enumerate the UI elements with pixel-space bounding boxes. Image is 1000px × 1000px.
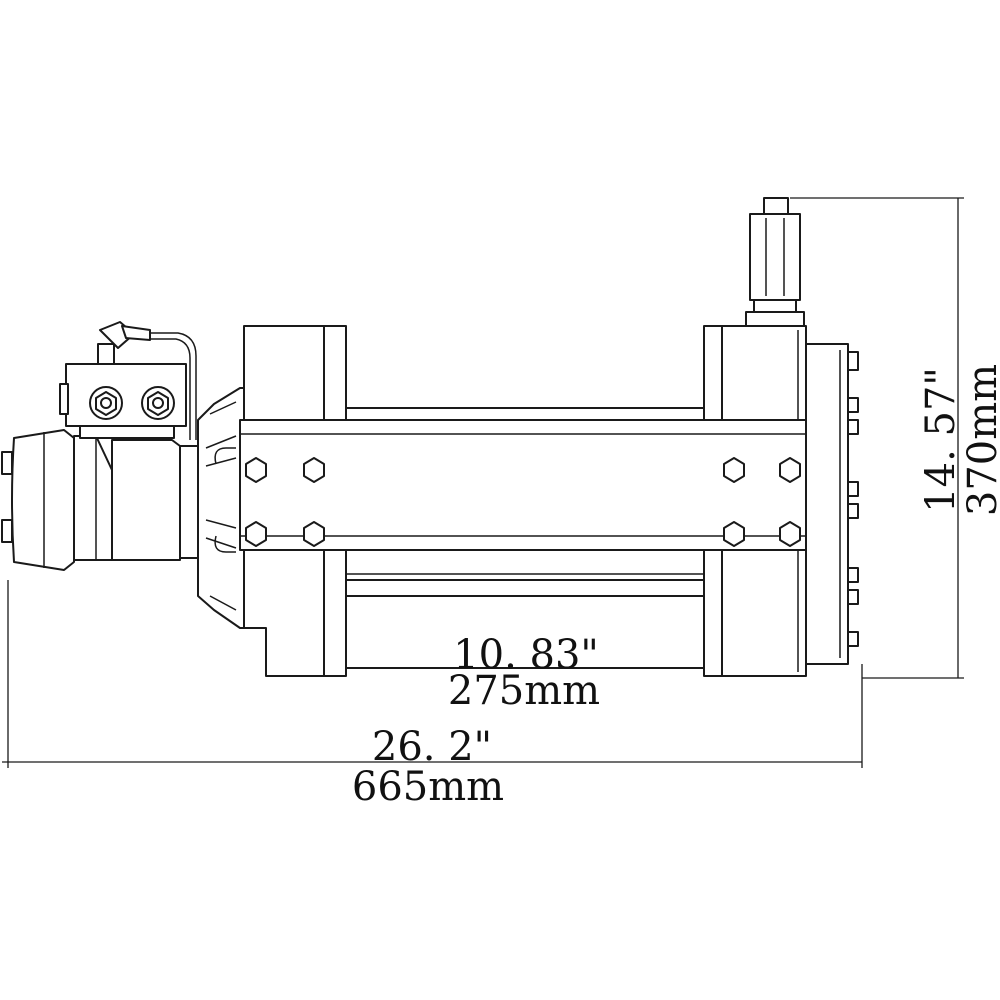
hydraulic-line <box>150 332 197 440</box>
overall-height-mm: 370mm <box>960 364 1000 516</box>
motor-housing <box>11 429 75 571</box>
sensor-body <box>749 213 801 301</box>
overall-height-inch: 14. 57" <box>918 367 964 513</box>
brake-housing <box>179 387 245 629</box>
top-tie-bar <box>345 407 705 421</box>
hydraulic-motor <box>1 429 181 571</box>
mounting-channel <box>239 419 807 551</box>
valve-lower <box>79 425 175 439</box>
drum-length-inch: 10. 83" <box>453 632 599 678</box>
overall-length-mm: 665mm <box>352 764 504 810</box>
dimension-overall-length: 26. 2" 665mm <box>2 580 863 810</box>
brake-flange <box>197 387 245 629</box>
dimension-overall-height: 14. 57" 370mm <box>790 197 1000 679</box>
channel-plate <box>239 419 807 551</box>
motor-stud-top <box>1 451 13 475</box>
valve-block <box>59 321 197 440</box>
drum-length-mm: 275mm <box>448 668 600 714</box>
cover-bolts <box>847 351 859 647</box>
channel-bolts <box>245 457 801 547</box>
motor-adapter <box>111 439 181 561</box>
motor-body <box>73 435 113 561</box>
dimension-drum-length: 10. 83" 275mm <box>346 632 704 714</box>
top-sensor <box>745 197 805 327</box>
right-cover <box>805 343 859 665</box>
elbow-fitting <box>97 343 115 365</box>
motor-stud-bottom <box>1 519 13 543</box>
overall-length-inch: 26. 2" <box>372 724 492 770</box>
cover-plate <box>805 343 849 665</box>
drum-assembly <box>345 407 705 669</box>
port-fitting-a <box>89 386 123 420</box>
port-fitting-b <box>141 386 175 420</box>
